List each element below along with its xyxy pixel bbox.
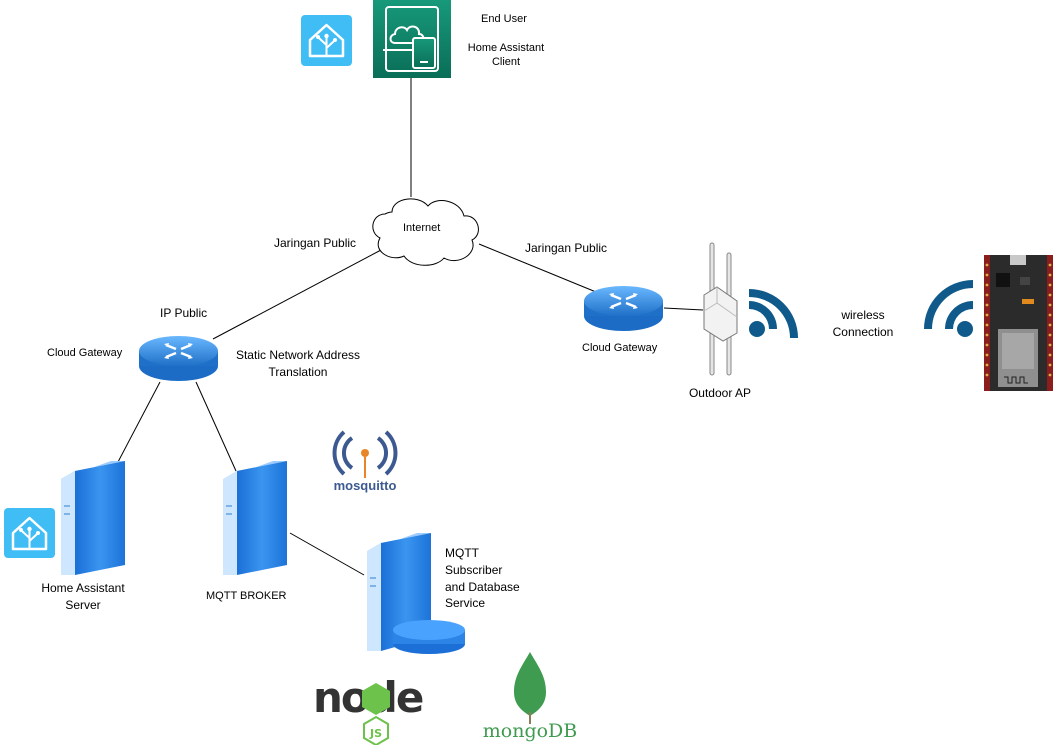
subscriber-label-line4: Service [445, 596, 486, 610]
snat-label-line1: Static Network Address [235, 348, 361, 362]
right-public-network-label: Jaringan Public [525, 241, 608, 255]
router-icon-left [139, 336, 218, 381]
mosquitto-wordmark: mosquitto [334, 478, 397, 493]
link-internet-left-gateway [212, 249, 382, 340]
ha-server-label-line2: Server [65, 598, 101, 612]
router-icon-right [584, 286, 663, 331]
link-right-gateway-ap [663, 307, 704, 311]
subscriber-database-server-icon [367, 533, 465, 654]
ha-client-label-line1: Home Assistant [467, 42, 545, 54]
esp32-board-icon [984, 255, 1053, 391]
link-gateway-ha-server [117, 381, 161, 463]
subscriber-label-line3: and Database [445, 580, 520, 594]
nodejs-logo: node JS [313, 673, 425, 745]
mqtt-broker-label: MQTT BROKER [206, 590, 287, 602]
end-user-label: End User [481, 13, 527, 25]
outdoor-ap-icon [703, 242, 738, 376]
internet-cloud [372, 198, 479, 266]
device-wifi-icon [924, 280, 973, 337]
left-gateway-label: Cloud Gateway [47, 347, 123, 359]
mongodb-wordmark: mongoDB [483, 720, 578, 742]
client-device-icon [373, 0, 451, 78]
subscriber-label-line2: Subscriber [445, 563, 503, 577]
home-assistant-logo-top [301, 15, 352, 66]
link-gateway-mqtt-broker [195, 381, 237, 472]
wireless-label-line1: wireless [841, 308, 885, 322]
left-public-network-label: Jaringan Public [274, 236, 357, 250]
mosquitto-logo: mosquitto [332, 430, 398, 493]
outdoor-ap-label: Outdoor AP [688, 386, 752, 400]
internet-label: Internet [403, 222, 441, 234]
ip-public-label: IP Public [160, 306, 208, 320]
mqtt-broker-server-icon [223, 461, 287, 575]
right-gateway-label: Cloud Gateway [582, 342, 658, 354]
ha-client-label-line2: Client [491, 56, 521, 68]
subscriber-label-line1: MQTT [445, 546, 479, 560]
ha-server-icon [61, 461, 125, 575]
svg-text:JS: JS [369, 727, 382, 740]
snat-label-line2: Translation [268, 365, 328, 379]
connection-lines [117, 78, 704, 576]
mongodb-logo: mongoDB [483, 652, 578, 742]
ha-server-label-line1: Home Assistant [41, 581, 125, 595]
home-assistant-logo-left [4, 508, 55, 558]
link-broker-subscriber [289, 532, 365, 576]
wireless-label-line2: Connection [832, 325, 894, 339]
wifi-signal-icon [749, 289, 798, 338]
link-internet-right-gateway [478, 243, 597, 293]
